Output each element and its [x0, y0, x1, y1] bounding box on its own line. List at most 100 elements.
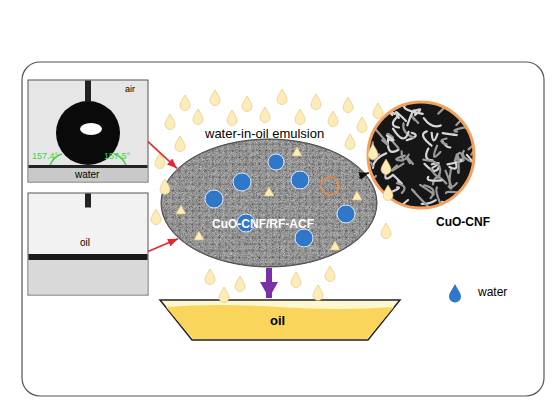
- nanofiber: [428, 177, 442, 181]
- oil-droplet: [242, 96, 252, 112]
- surface-line: [29, 165, 148, 168]
- nanofiber: [411, 116, 418, 123]
- substrate: [29, 168, 148, 182]
- oil-droplet: [291, 272, 301, 288]
- nanofiber: [388, 99, 395, 103]
- nanofiber: [354, 178, 370, 194]
- legend-swatch: [449, 284, 461, 303]
- oil-droplet: [325, 266, 335, 282]
- nanofiber: [436, 187, 440, 204]
- oil-droplet: [175, 136, 185, 152]
- oil-droplet: [235, 276, 245, 292]
- nanofiber: [407, 110, 415, 125]
- nanofiber: [455, 153, 464, 161]
- nanofiber: [449, 162, 456, 168]
- nanofiber: [441, 139, 446, 145]
- node-label: water: [75, 169, 99, 181]
- nanofiber: [423, 160, 440, 176]
- nanofiber: [373, 153, 386, 168]
- nanofiber: [426, 149, 432, 161]
- oil-droplet: [260, 107, 270, 123]
- nanofiber: [446, 98, 453, 104]
- nanofiber: [376, 100, 381, 120]
- nanofiber: [361, 112, 375, 120]
- oil-droplet: [357, 117, 367, 133]
- nanofiber: [366, 188, 372, 204]
- needle: [85, 81, 91, 102]
- photo-background: [28, 80, 148, 182]
- nanofiber: [464, 195, 481, 201]
- emulsion-droplets: [151, 89, 393, 303]
- oil-droplet: [311, 94, 321, 110]
- nanofiber: [432, 133, 438, 141]
- nanofiber: [412, 189, 429, 207]
- nanofiber: [370, 92, 381, 106]
- flow-arrow: [148, 239, 178, 252]
- annotation-text: water-in-oil emulsion: [205, 127, 324, 142]
- contact-angle-photo: oil: [28, 193, 148, 295]
- nanofiber: [375, 129, 388, 145]
- flow-arrow: [266, 268, 272, 298]
- oil-droplet: [180, 95, 190, 111]
- nanofiber: [357, 181, 375, 185]
- nanofiber: [397, 183, 405, 193]
- outer-frame: [22, 62, 544, 396]
- nanofiber: [396, 112, 406, 121]
- oil-droplet: [328, 111, 338, 127]
- node-shape: [160, 138, 378, 268]
- oil-droplet: [345, 134, 355, 150]
- oil-droplet: [165, 114, 175, 130]
- nanofiber: [424, 118, 441, 126]
- nanofiber: [446, 171, 452, 189]
- sem-background: [368, 102, 474, 208]
- node-label: air: [125, 84, 135, 94]
- node-shape: [366, 100, 476, 210]
- oil-droplet: [295, 109, 305, 125]
- flow-arrow: [148, 142, 177, 169]
- nanofiber: [423, 131, 432, 145]
- node-label: oil: [270, 314, 285, 329]
- nanofiber: [434, 146, 440, 157]
- nanofiber: [364, 99, 377, 101]
- oil-droplet: [205, 269, 215, 285]
- node-label: CuO-CNF/RF-ACF: [212, 218, 314, 232]
- nanofiber: [465, 113, 483, 126]
- nanofiber: [385, 169, 393, 179]
- oil-droplet: [193, 109, 203, 125]
- membrane-texture: [162, 140, 376, 266]
- oil-droplet: [151, 209, 161, 225]
- nanofiber: [396, 156, 404, 161]
- node-label: 157.4°: [32, 151, 58, 161]
- oil-droplet: [227, 110, 237, 126]
- collected-oil: [166, 305, 394, 339]
- oil-droplet: [155, 153, 165, 169]
- node-label: 157.5°: [104, 151, 130, 161]
- nanofiber: [371, 142, 380, 159]
- oil-droplet: [277, 89, 287, 105]
- dish-outline: [160, 300, 400, 340]
- nanofiber: [443, 133, 457, 135]
- oil-wetted-surface: [29, 254, 148, 260]
- membrane-ellipse: CuO-CNF/RF-ACF: [160, 138, 378, 268]
- node-label: CuO-CNF: [436, 216, 490, 230]
- oil-droplet: [373, 103, 383, 119]
- node-shape: [28, 80, 148, 182]
- substrate: [29, 260, 148, 295]
- sem-border: [368, 102, 474, 208]
- nanofiber: [420, 185, 434, 195]
- sem-image-circle: CuO-CNF: [366, 100, 476, 210]
- droplet-highlight: [80, 123, 102, 135]
- oil-droplet: [210, 90, 220, 106]
- nanofiber: [454, 127, 466, 132]
- nanofiber: [468, 114, 476, 121]
- nanofiber: [387, 136, 394, 141]
- legend-text: water: [478, 286, 507, 300]
- nanofiber-texture: [354, 92, 482, 213]
- nanofiber: [364, 109, 372, 117]
- nanofiber: [455, 203, 463, 213]
- oil-droplet: [381, 223, 391, 239]
- nanofiber: [392, 164, 404, 171]
- nanofiber: [431, 208, 441, 213]
- oil-droplet: [343, 97, 353, 113]
